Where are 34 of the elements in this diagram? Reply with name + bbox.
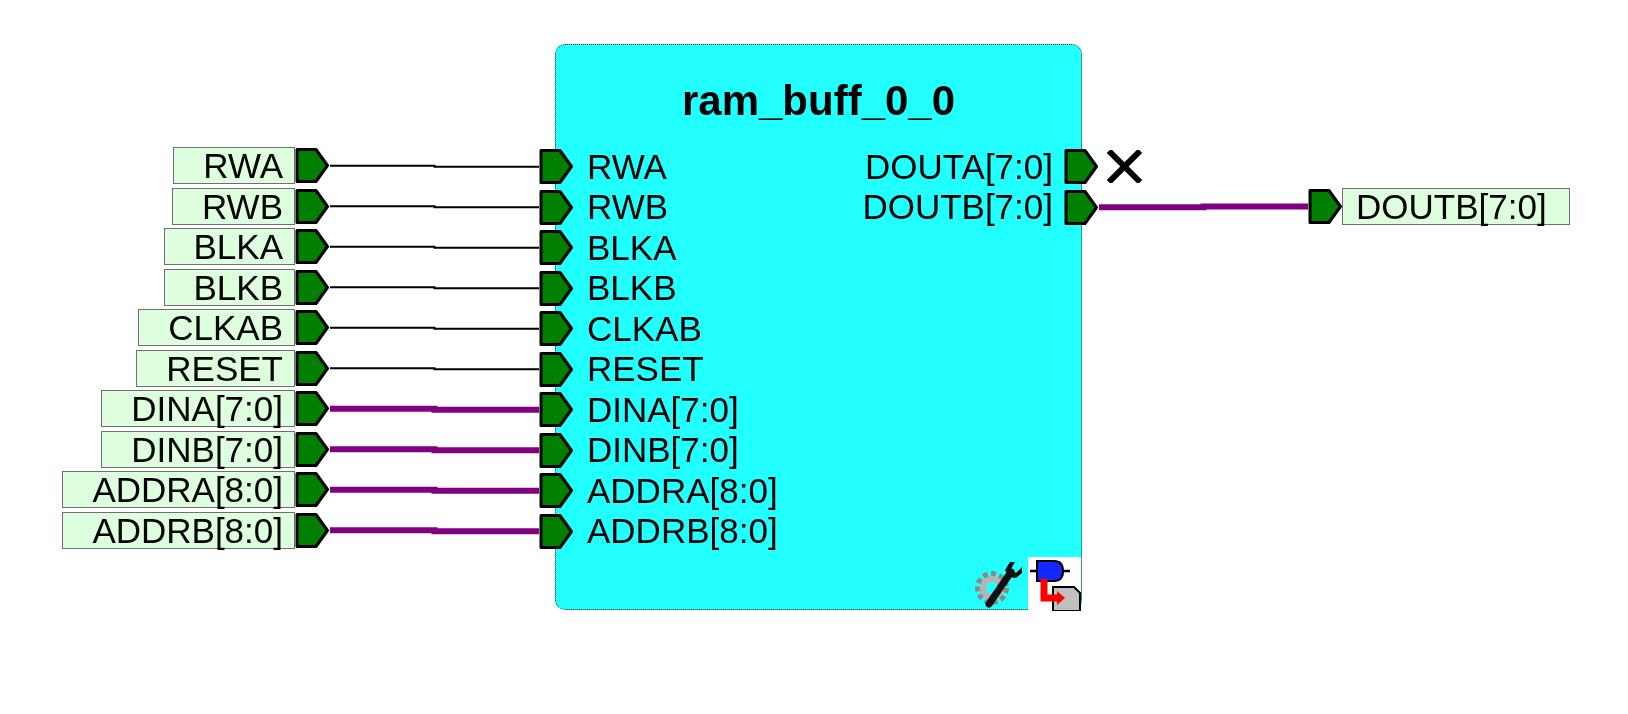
signal-line	[329, 205, 540, 209]
block-title: ram_buff_0_0	[680, 76, 957, 126]
signal-line	[329, 326, 540, 330]
pin-label: DOUTB[7:0]	[862, 189, 1053, 226]
pin-label: DINB[7:0]	[587, 432, 739, 469]
port-label: RESET	[136, 349, 295, 387]
port-label: DINB[7:0]	[101, 430, 295, 468]
port-label: DINA[7:0]	[101, 390, 295, 428]
pin-label: DINA[7:0]	[587, 391, 739, 428]
port-label: RWB	[171, 187, 295, 225]
pin-label: ADDRB[8:0]	[587, 513, 778, 550]
pin-label: RWB	[587, 189, 669, 226]
port-label: CLKAB	[138, 309, 295, 347]
bus-line	[330, 486, 539, 494]
pin-label: RESET	[587, 351, 704, 388]
bus-line	[330, 405, 539, 413]
signal-line	[329, 164, 540, 168]
bus-line	[330, 527, 539, 535]
signal-line	[329, 245, 540, 249]
port-label: RWA	[173, 147, 295, 185]
pin-label: DOUTA[7:0]	[865, 148, 1053, 185]
port-label: BLKB	[163, 268, 295, 306]
pin-label: RWA	[587, 148, 667, 185]
port-label: ADDRA[8:0]	[62, 471, 295, 509]
port-label: DOUTB[7:0]	[1342, 188, 1570, 225]
pin-label: ADDRA[8:0]	[587, 472, 778, 509]
port-label: ADDRB[8:0]	[62, 511, 295, 549]
signal-line	[329, 286, 540, 290]
signal-line	[329, 367, 540, 371]
port-label: BLKA	[163, 228, 295, 266]
pin-label: CLKAB	[587, 310, 702, 347]
pin-label: BLKA	[587, 229, 677, 266]
bus-line	[330, 446, 539, 454]
pin-label: BLKB	[587, 270, 677, 307]
